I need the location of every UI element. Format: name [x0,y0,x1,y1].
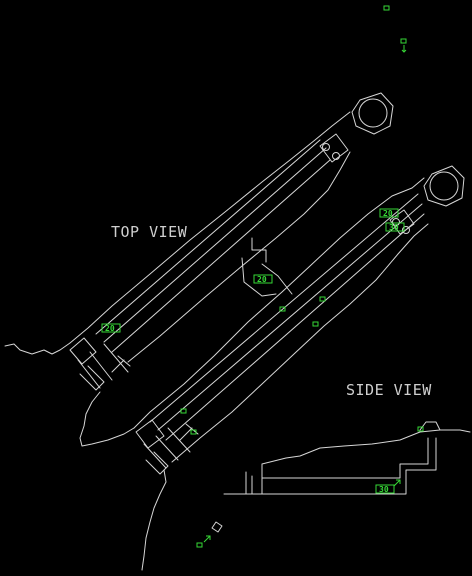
down-arrow-icon [401,45,407,53]
tag-bridge: 20 [257,275,267,284]
tube-assembly-lower [133,165,465,475]
marker-tube-mid [319,296,326,302]
top-view-label: TOP VIEW [111,223,188,241]
tag-frame-upper-b [385,222,405,232]
marker-side-top [417,426,424,432]
marker-river [196,542,203,548]
tag-frame-left [101,323,121,333]
marker-group [101,5,424,548]
tag-side-step: 30 [379,485,389,494]
tube-assembly-upper [69,92,394,391]
marker-base-1 [180,408,187,414]
marker-arrow-box [400,38,407,44]
side-view-label: SIDE VIEW [346,381,432,399]
marker-top-right [383,5,390,11]
side-view-elevation [223,421,471,495]
tag-frame-side [375,484,395,494]
terrain-lower-outline [79,391,135,447]
outlet-structure [211,521,223,533]
tag-frame-bridge [253,274,273,284]
tag-upper-a: 20 [383,209,393,218]
marker-tube-mid-2 [279,306,286,312]
marker-tube-low [312,321,319,327]
marker-base-2 [190,429,197,435]
terrain-outline [4,342,71,355]
tag-frame-upper-a [379,208,399,218]
river-channel [141,469,167,571]
tag-upper-b: 30 [389,223,399,232]
tag-left-base: 20 [105,324,115,333]
up-right-arrow-icon [393,479,401,487]
bridge-connector [241,237,293,297]
up-right-arrow-icon [203,535,211,543]
